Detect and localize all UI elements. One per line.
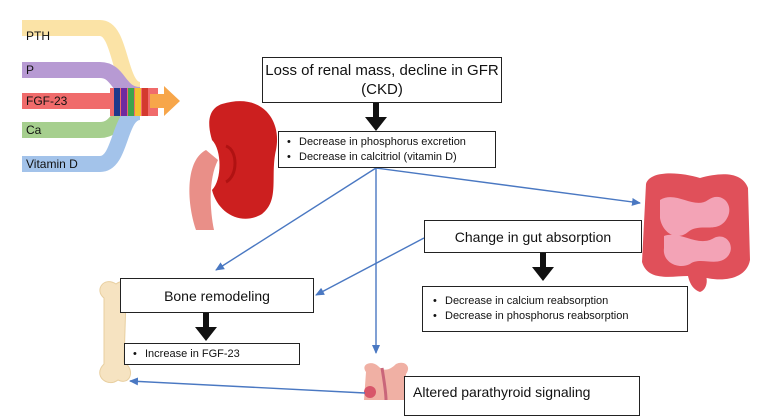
ckd-effect-item: Decrease in phosphorus excretion [283,135,491,150]
arrow-gut-down [532,253,554,281]
gut-box: Change in gut absorption [424,220,642,253]
ckd-box: Loss of renal mass, decline in GFR (CKD) [262,57,502,103]
blue-arrows [129,167,641,394]
gut-effect-item: Decrease in calcium reabsorption [429,294,681,309]
ckd-effects-box: Decrease in phosphorus excretion Decreas… [278,131,496,168]
legend-bands [22,20,158,172]
arrow-ckd-down [365,103,387,131]
arrow-bone-down [195,313,217,341]
parathyroid-title: Altered parathyroid signaling [413,384,591,400]
gut-effect-item: Decrease in phosphorus reabsorption [429,309,681,324]
bone-effects-box: Increase in FGF-23 [124,343,300,365]
bone-title: Bone remodeling [164,287,270,304]
intestine-illustration [642,173,750,292]
legend-label-vitamin-d: Vitamin D [26,157,78,171]
legend-label-pth: PTH [26,29,50,43]
bone-box: Bone remodeling [120,278,314,313]
bone-effect-item: Increase in FGF-23 [129,347,295,362]
parathyroid-illustration [364,362,409,400]
legend-arrow [150,86,180,116]
parathyroid-box: Altered parathyroid signaling [404,376,640,416]
ckd-title: Loss of renal mass, decline in GFR (CKD) [265,62,499,98]
ckd-effect-item: Decrease in calcitriol (vitamin D) [283,150,491,165]
gut-effects-box: Decrease in calcium reabsorption Decreas… [422,286,688,332]
gut-title: Change in gut absorption [454,228,612,245]
legend-label-ca: Ca [26,123,42,137]
kidney-illustration [189,101,278,230]
legend-label-p: P [26,63,35,77]
legend-label-fgf23: FGF-23 [26,94,68,108]
